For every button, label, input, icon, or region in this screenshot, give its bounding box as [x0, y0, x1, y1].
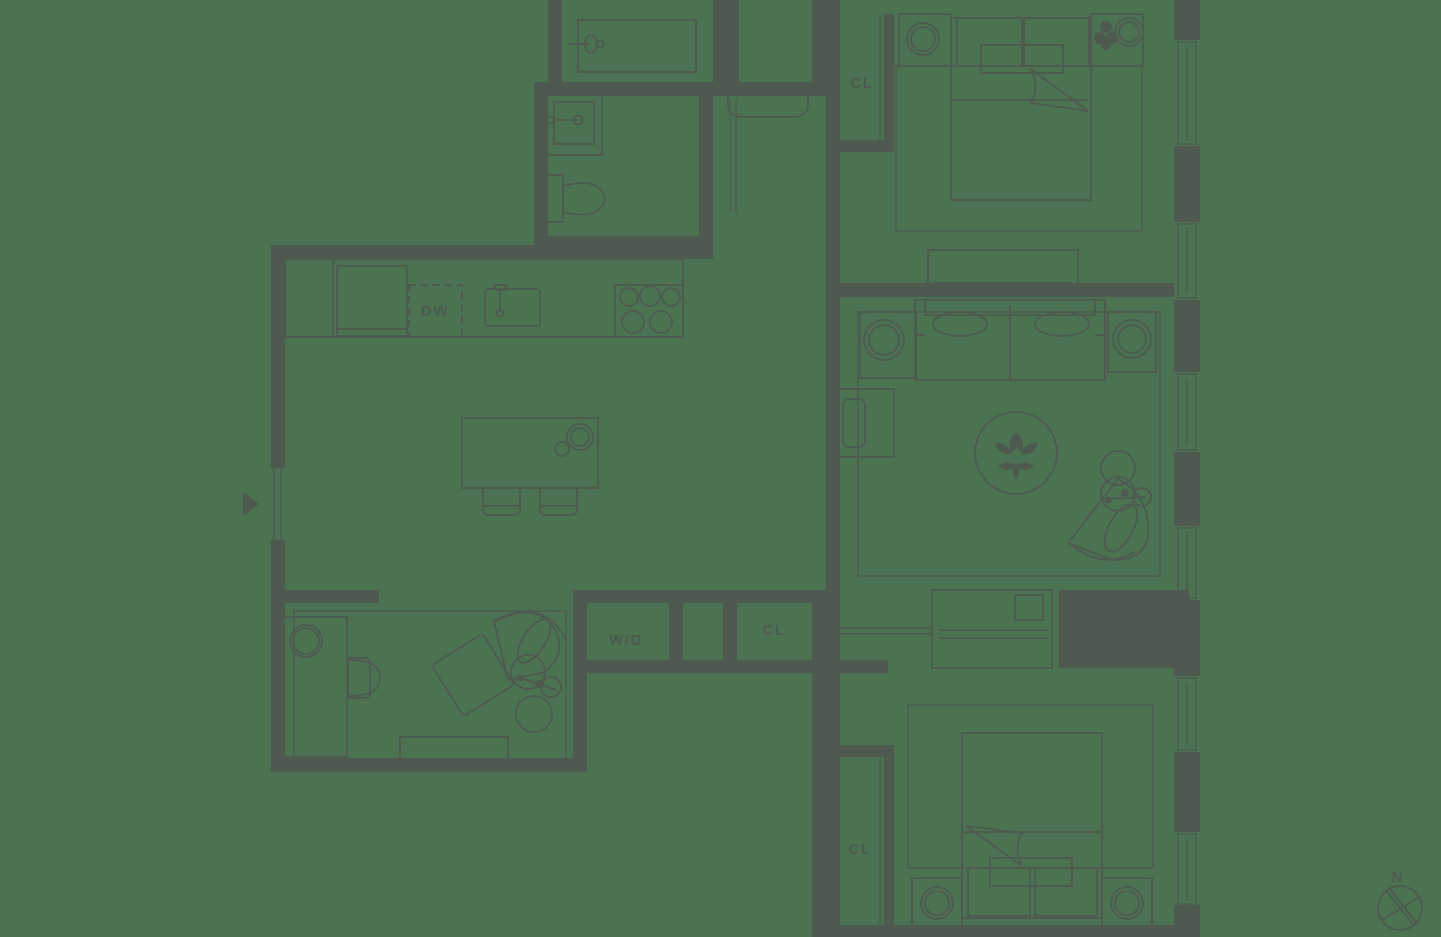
nightstand-left-primary: [898, 13, 952, 67]
side-table-left: [859, 311, 917, 379]
nightstand-right-primary: [1090, 13, 1144, 67]
potted-plant-icon: [995, 432, 1038, 480]
window-right-3: [1177, 373, 1197, 451]
cooktop: [614, 284, 684, 338]
bedroom2-door: [833, 627, 932, 635]
closet-bottom-label: CL: [848, 841, 871, 858]
wall-structure: [271, 0, 1200, 937]
pantry-cabinet: [336, 265, 408, 337]
compass-north-label: N: [1392, 869, 1403, 886]
sectional-sofa: [914, 299, 1106, 381]
bar-stool-2: [539, 488, 578, 516]
kitchen-island: [461, 417, 599, 516]
den-furniture: [282, 610, 567, 762]
media-console: [931, 589, 1053, 669]
desk: [282, 616, 348, 758]
refrigerator: [284, 258, 334, 338]
dishwasher: [408, 284, 463, 338]
bathroom-door: [702, 100, 710, 232]
desk-chair: [347, 657, 381, 699]
faucet: [494, 284, 507, 291]
closet-top-door: [879, 16, 887, 140]
room-labels: CL CL W/D CL: [609, 75, 873, 858]
dishwasher-label: DW: [421, 303, 449, 320]
hall-alcove-door: [729, 100, 737, 212]
window-right-1: [1177, 41, 1197, 145]
compass-rose: N: [1377, 869, 1423, 931]
hall-closet-door: [730, 594, 818, 602]
toilet: [542, 174, 606, 223]
laundry-door: [580, 594, 668, 602]
ottoman-den: [432, 634, 514, 716]
armchair-living: [827, 388, 895, 458]
bed-primary: [950, 17, 1092, 201]
secondary-vanity: [727, 92, 809, 118]
lounge-chair-living: [1066, 450, 1152, 561]
nightstand-right-secondary: [1101, 877, 1153, 929]
entry-arrow: [243, 492, 259, 516]
closet-bottom-door: [879, 756, 887, 924]
bathroom-vanity: [539, 89, 603, 156]
bathroom-fixtures: [539, 19, 809, 223]
bench-den: [399, 736, 509, 762]
den-door: [285, 594, 373, 602]
bed-secondary: [961, 732, 1103, 919]
lounge-chair-den: [492, 611, 567, 733]
dresser-primary: [927, 249, 1079, 286]
door-group: [243, 16, 932, 924]
bedroom-secondary-furniture: [907, 704, 1154, 929]
entry-door: [273, 468, 282, 540]
closet-top-label: CL: [850, 75, 873, 92]
bathtub: [568, 19, 697, 73]
window-right-2: [1177, 223, 1197, 299]
nightstand-left-secondary: [911, 877, 963, 929]
kitchen-fixtures: DW: [284, 258, 684, 516]
plant-icon: [1094, 21, 1118, 50]
side-table-right: [1107, 311, 1157, 373]
laundry-label: W/D: [609, 632, 643, 649]
bedroom-primary-furniture: [895, 13, 1144, 286]
bar-stool-1: [482, 488, 521, 516]
window-right-5: [1177, 677, 1197, 751]
living-room-furniture: [827, 299, 1161, 669]
closet-mid-label: CL: [762, 622, 785, 639]
window-right-4: [1177, 527, 1197, 599]
round-coffee-table: [974, 411, 1058, 495]
window-right-6: [1177, 833, 1197, 905]
kitchen-sink: [484, 284, 541, 327]
window-group: [1177, 41, 1197, 905]
